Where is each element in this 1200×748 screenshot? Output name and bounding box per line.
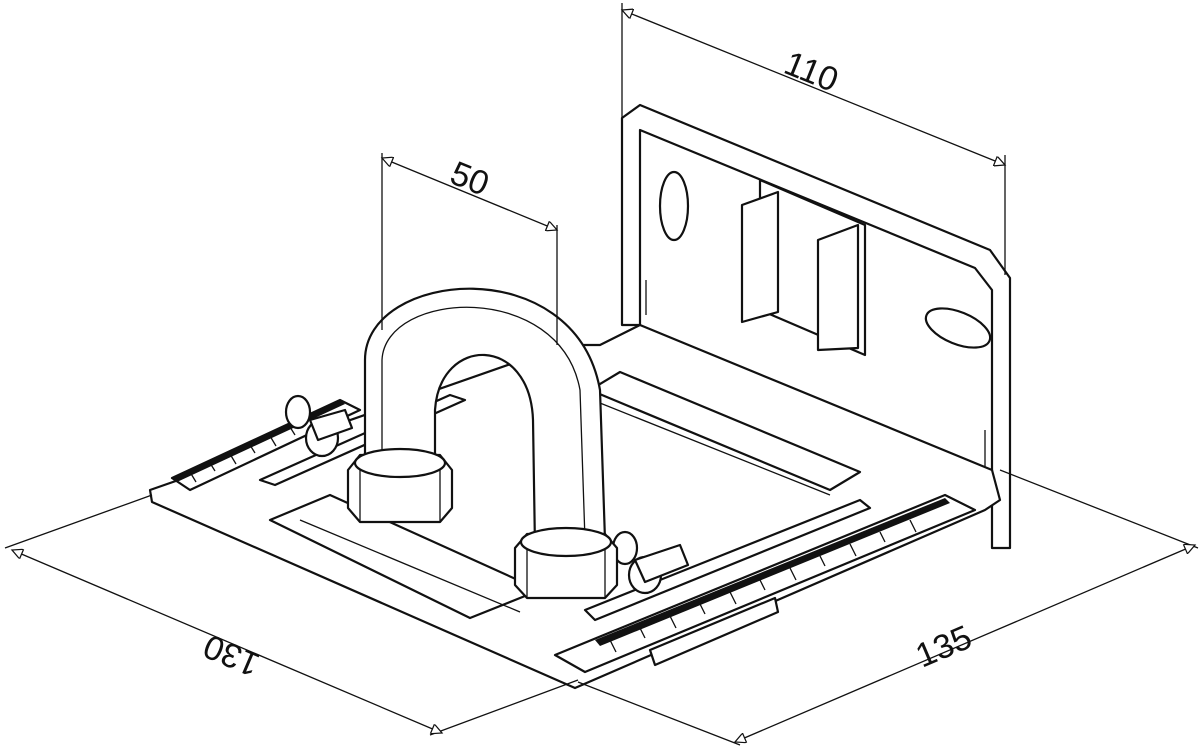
dimension-label-135: 135 [910, 618, 977, 675]
mounting-slot-horizontal [924, 307, 992, 349]
dimension-label-50: 50 [445, 154, 494, 203]
dimension-base-depth: 130 [4, 494, 579, 736]
dimension-label-110: 110 [779, 44, 844, 100]
base-cutout-back [588, 370, 862, 492]
u-pipe [346, 287, 619, 600]
hex-nut-right [513, 526, 619, 600]
mounting-slot-vertical [658, 170, 690, 242]
wing-nut-right [611, 530, 690, 595]
hex-nut-left [346, 447, 454, 524]
wing-nut-left [284, 394, 354, 458]
back-wall-plate [620, 103, 1012, 550]
dimension-label-130: 130 [198, 626, 265, 683]
